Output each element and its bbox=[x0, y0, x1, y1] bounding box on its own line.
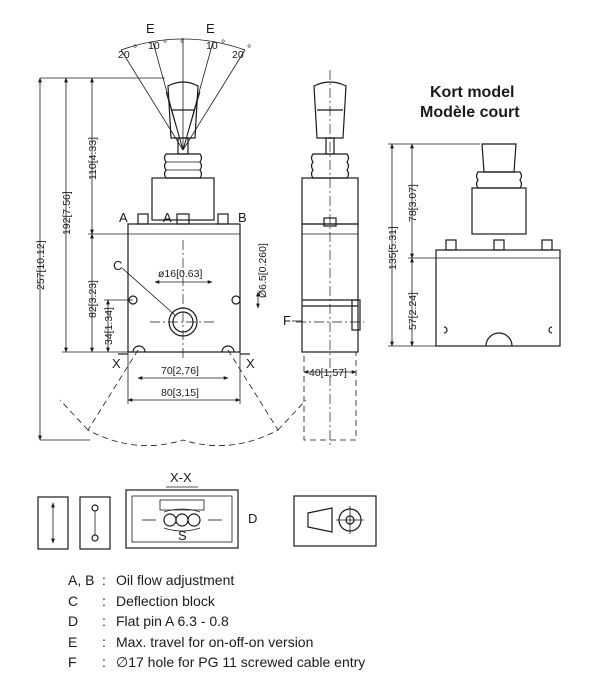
legend-item: A, B : Oil flow adjustment bbox=[68, 570, 488, 591]
dim-pin-diameter: Ø6.5[0.260] bbox=[257, 243, 269, 298]
dim-width-70: 70[2,76] bbox=[161, 365, 199, 377]
short-model: Kort model Modèle court 135[5.31] 78[3.0… bbox=[387, 84, 561, 347]
travel-angle-fan bbox=[120, 38, 246, 151]
legend-text: Oil flow adjustment bbox=[116, 572, 235, 588]
contact-symbol bbox=[79, 496, 111, 550]
dim-bore-diameter: ø16[0.63] bbox=[158, 268, 202, 280]
section-label-s: S bbox=[178, 528, 187, 543]
angle-10-right: 10 bbox=[206, 40, 218, 52]
legend-separator: : bbox=[102, 654, 106, 670]
angle-deg-10-left: ° bbox=[163, 38, 167, 50]
legend: A, B : Oil flow adjustment C : Deflectio… bbox=[68, 570, 488, 673]
angle-deg-20-left: ° bbox=[133, 43, 137, 55]
legend-text: Deflection block bbox=[116, 592, 215, 609]
legend-item: F : ∅17 hole for PG 11 screwed cable ent… bbox=[68, 652, 488, 673]
double-arrow-symbol bbox=[37, 496, 69, 550]
angle-label-e-right: E bbox=[206, 21, 215, 36]
dim-width-80: 80[3,15] bbox=[161, 387, 199, 399]
legend-text: ∅17 hole for PG 11 screwed cable entry bbox=[116, 654, 366, 670]
angle-label-e-left: E bbox=[146, 21, 155, 36]
legend-item: D : Flat pin A 6.3 - 0.8 bbox=[68, 611, 488, 632]
dim-height-82: 82[3.23] bbox=[87, 280, 99, 318]
legend-key: A, B bbox=[68, 572, 95, 588]
section-title: X-X bbox=[170, 470, 192, 485]
angle-20-left: 20 bbox=[118, 49, 130, 61]
legend-key: F bbox=[68, 654, 77, 670]
dim-height-110: 110[4.33] bbox=[87, 137, 99, 180]
legend-separator: : bbox=[102, 613, 106, 629]
label-c: C bbox=[113, 258, 122, 273]
label-b: B bbox=[238, 210, 247, 225]
angle-20-right: 20 bbox=[232, 49, 244, 61]
legend-key: C bbox=[68, 592, 79, 609]
legend-separator: : bbox=[102, 633, 106, 650]
connector-view bbox=[293, 495, 377, 547]
dim-height-78: 78[3.07] bbox=[407, 184, 419, 222]
label-x-right: X bbox=[246, 356, 255, 371]
angle-deg-10-right: ° bbox=[221, 38, 225, 50]
front-view: E E 20 ° 10 ° ° 10 ° 20 ° bbox=[35, 21, 307, 447]
dim-height-34: 34[1.34] bbox=[103, 307, 115, 345]
dim-height-135: 135[5.31] bbox=[387, 226, 399, 270]
side-view: F 40[1,57] bbox=[283, 70, 364, 445]
angle-10-left: 10 bbox=[148, 40, 160, 52]
legend-text: Max. travel for on-off-on version bbox=[116, 633, 314, 650]
legend-separator: : bbox=[102, 572, 106, 588]
short-model-title-line2: Modèle court bbox=[420, 104, 520, 121]
dim-height-total: 257[10.12] bbox=[35, 240, 47, 290]
legend-key: D bbox=[68, 613, 79, 629]
legend-item: E : Max. travel for on-off-on version bbox=[68, 632, 488, 653]
section-label-d: D bbox=[248, 511, 257, 526]
legend-separator: : bbox=[102, 592, 106, 609]
angle-deg-center: ° bbox=[180, 38, 184, 50]
dim-height-57: 57[2.24] bbox=[407, 292, 419, 330]
label-x-left: X bbox=[112, 356, 121, 371]
legend-key: E bbox=[68, 633, 78, 650]
label-a-center: A bbox=[163, 210, 172, 225]
short-model-title-line1: Kort model bbox=[430, 84, 514, 101]
dim-height-192: 192[7.56] bbox=[61, 191, 73, 235]
label-a-left: A bbox=[119, 210, 128, 225]
label-f: F bbox=[283, 313, 291, 328]
section-x-x: X-X S D bbox=[125, 470, 257, 549]
legend-item: C : Deflection block bbox=[68, 591, 488, 612]
legend-text: Flat pin A 6.3 - 0.8 bbox=[116, 613, 229, 629]
angle-deg-20-right: ° bbox=[247, 43, 251, 55]
dim-width-40: 40[1,57] bbox=[309, 367, 347, 379]
